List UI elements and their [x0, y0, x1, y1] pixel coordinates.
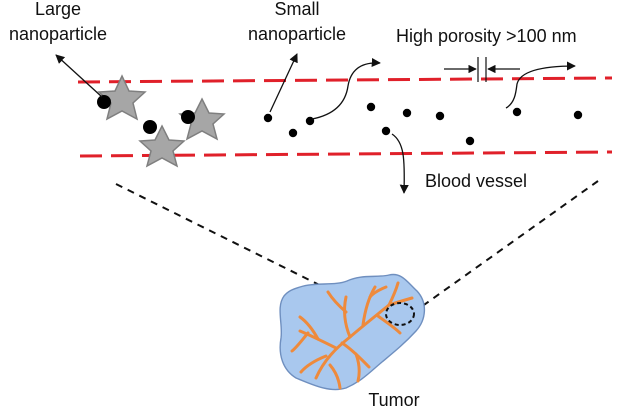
- star-icon: [97, 74, 147, 121]
- large-nanoparticle-label-line2: nanoparticle: [9, 24, 107, 44]
- extravasation-arrow-2: [505, 61, 576, 109]
- tumor: [279, 273, 426, 391]
- small-nanoparticle-label-line2: nanoparticle: [248, 24, 346, 44]
- large-nanoparticle-2: [138, 120, 186, 168]
- small-particle-dot: [263, 113, 273, 123]
- tumor-zoom-circle: [385, 302, 415, 326]
- vessel-wall-bottom: [79, 150, 613, 158]
- small-nanoparticles: [263, 102, 583, 146]
- small-particle-dot: [512, 107, 522, 117]
- small-particle-dot: [573, 110, 583, 120]
- particle-dot: [97, 95, 111, 109]
- small-particle-dot: [435, 111, 445, 121]
- extravasation-arrow-1: [311, 57, 381, 120]
- large-nanoparticle-1: [97, 74, 147, 121]
- tumor-blood-vessels: [290, 281, 414, 390]
- star-icon: [138, 124, 186, 168]
- blood-vessel-label: Blood vessel: [425, 171, 527, 191]
- vessel-wall-top: [77, 76, 613, 84]
- particle-dot: [181, 110, 195, 124]
- large-nanoparticle-pointer-arrow: [55, 54, 103, 98]
- zoom-line-right: [413, 180, 599, 313]
- high-porosity-label: High porosity >100 nm: [396, 26, 577, 46]
- tumor-label: Tumor: [368, 390, 419, 410]
- small-particle-dot: [465, 136, 475, 146]
- pore-size-indicator: [444, 57, 520, 82]
- small-particle-dot: [381, 126, 391, 136]
- small-particle-dot: [305, 116, 315, 126]
- large-nanoparticle-label-line1: Large: [35, 0, 81, 19]
- particle-dot: [143, 120, 157, 134]
- blood-vessel-pointer-arrow: [391, 133, 409, 194]
- small-nanoparticle-label-line1: Small: [274, 0, 319, 19]
- small-nanoparticle-pointer-arrow: [269, 53, 298, 113]
- small-particle-dot: [366, 102, 376, 112]
- small-particle-dot: [402, 108, 412, 118]
- large-nanoparticle-3: [178, 97, 226, 141]
- small-particle-dot: [288, 128, 298, 138]
